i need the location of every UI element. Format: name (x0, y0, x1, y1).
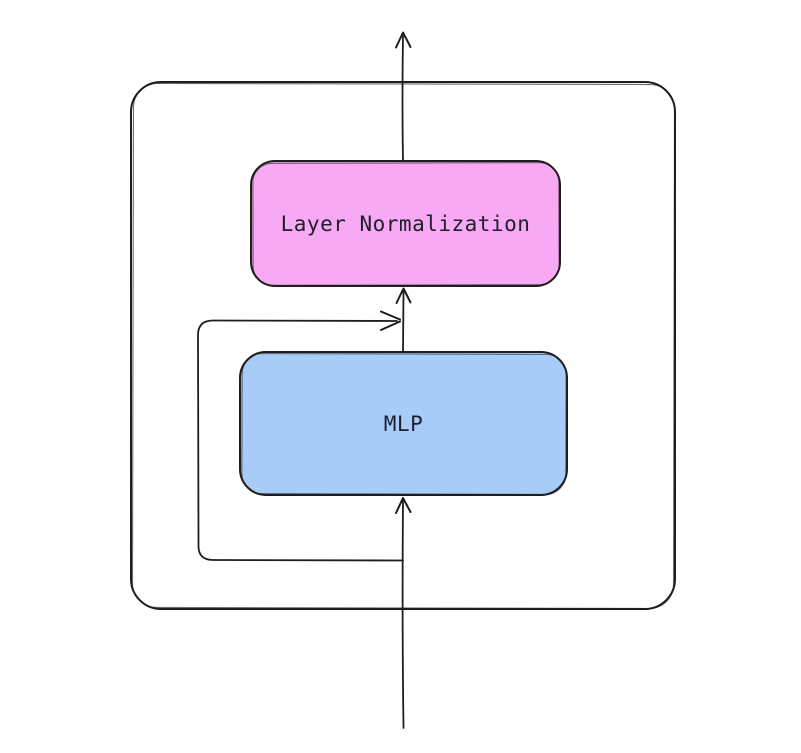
input-arrow (395, 497, 412, 729)
layer-norm-node (250, 160, 561, 287)
layer-norm-box (250, 160, 561, 287)
mlp-node (239, 351, 568, 496)
mlp-to-layer-norm-arrow (395, 287, 412, 353)
output-arrow (395, 31, 412, 162)
transformer-block-outline (130, 81, 676, 610)
mlp-box (239, 351, 568, 496)
residual-skip-arrow (197, 310, 404, 562)
